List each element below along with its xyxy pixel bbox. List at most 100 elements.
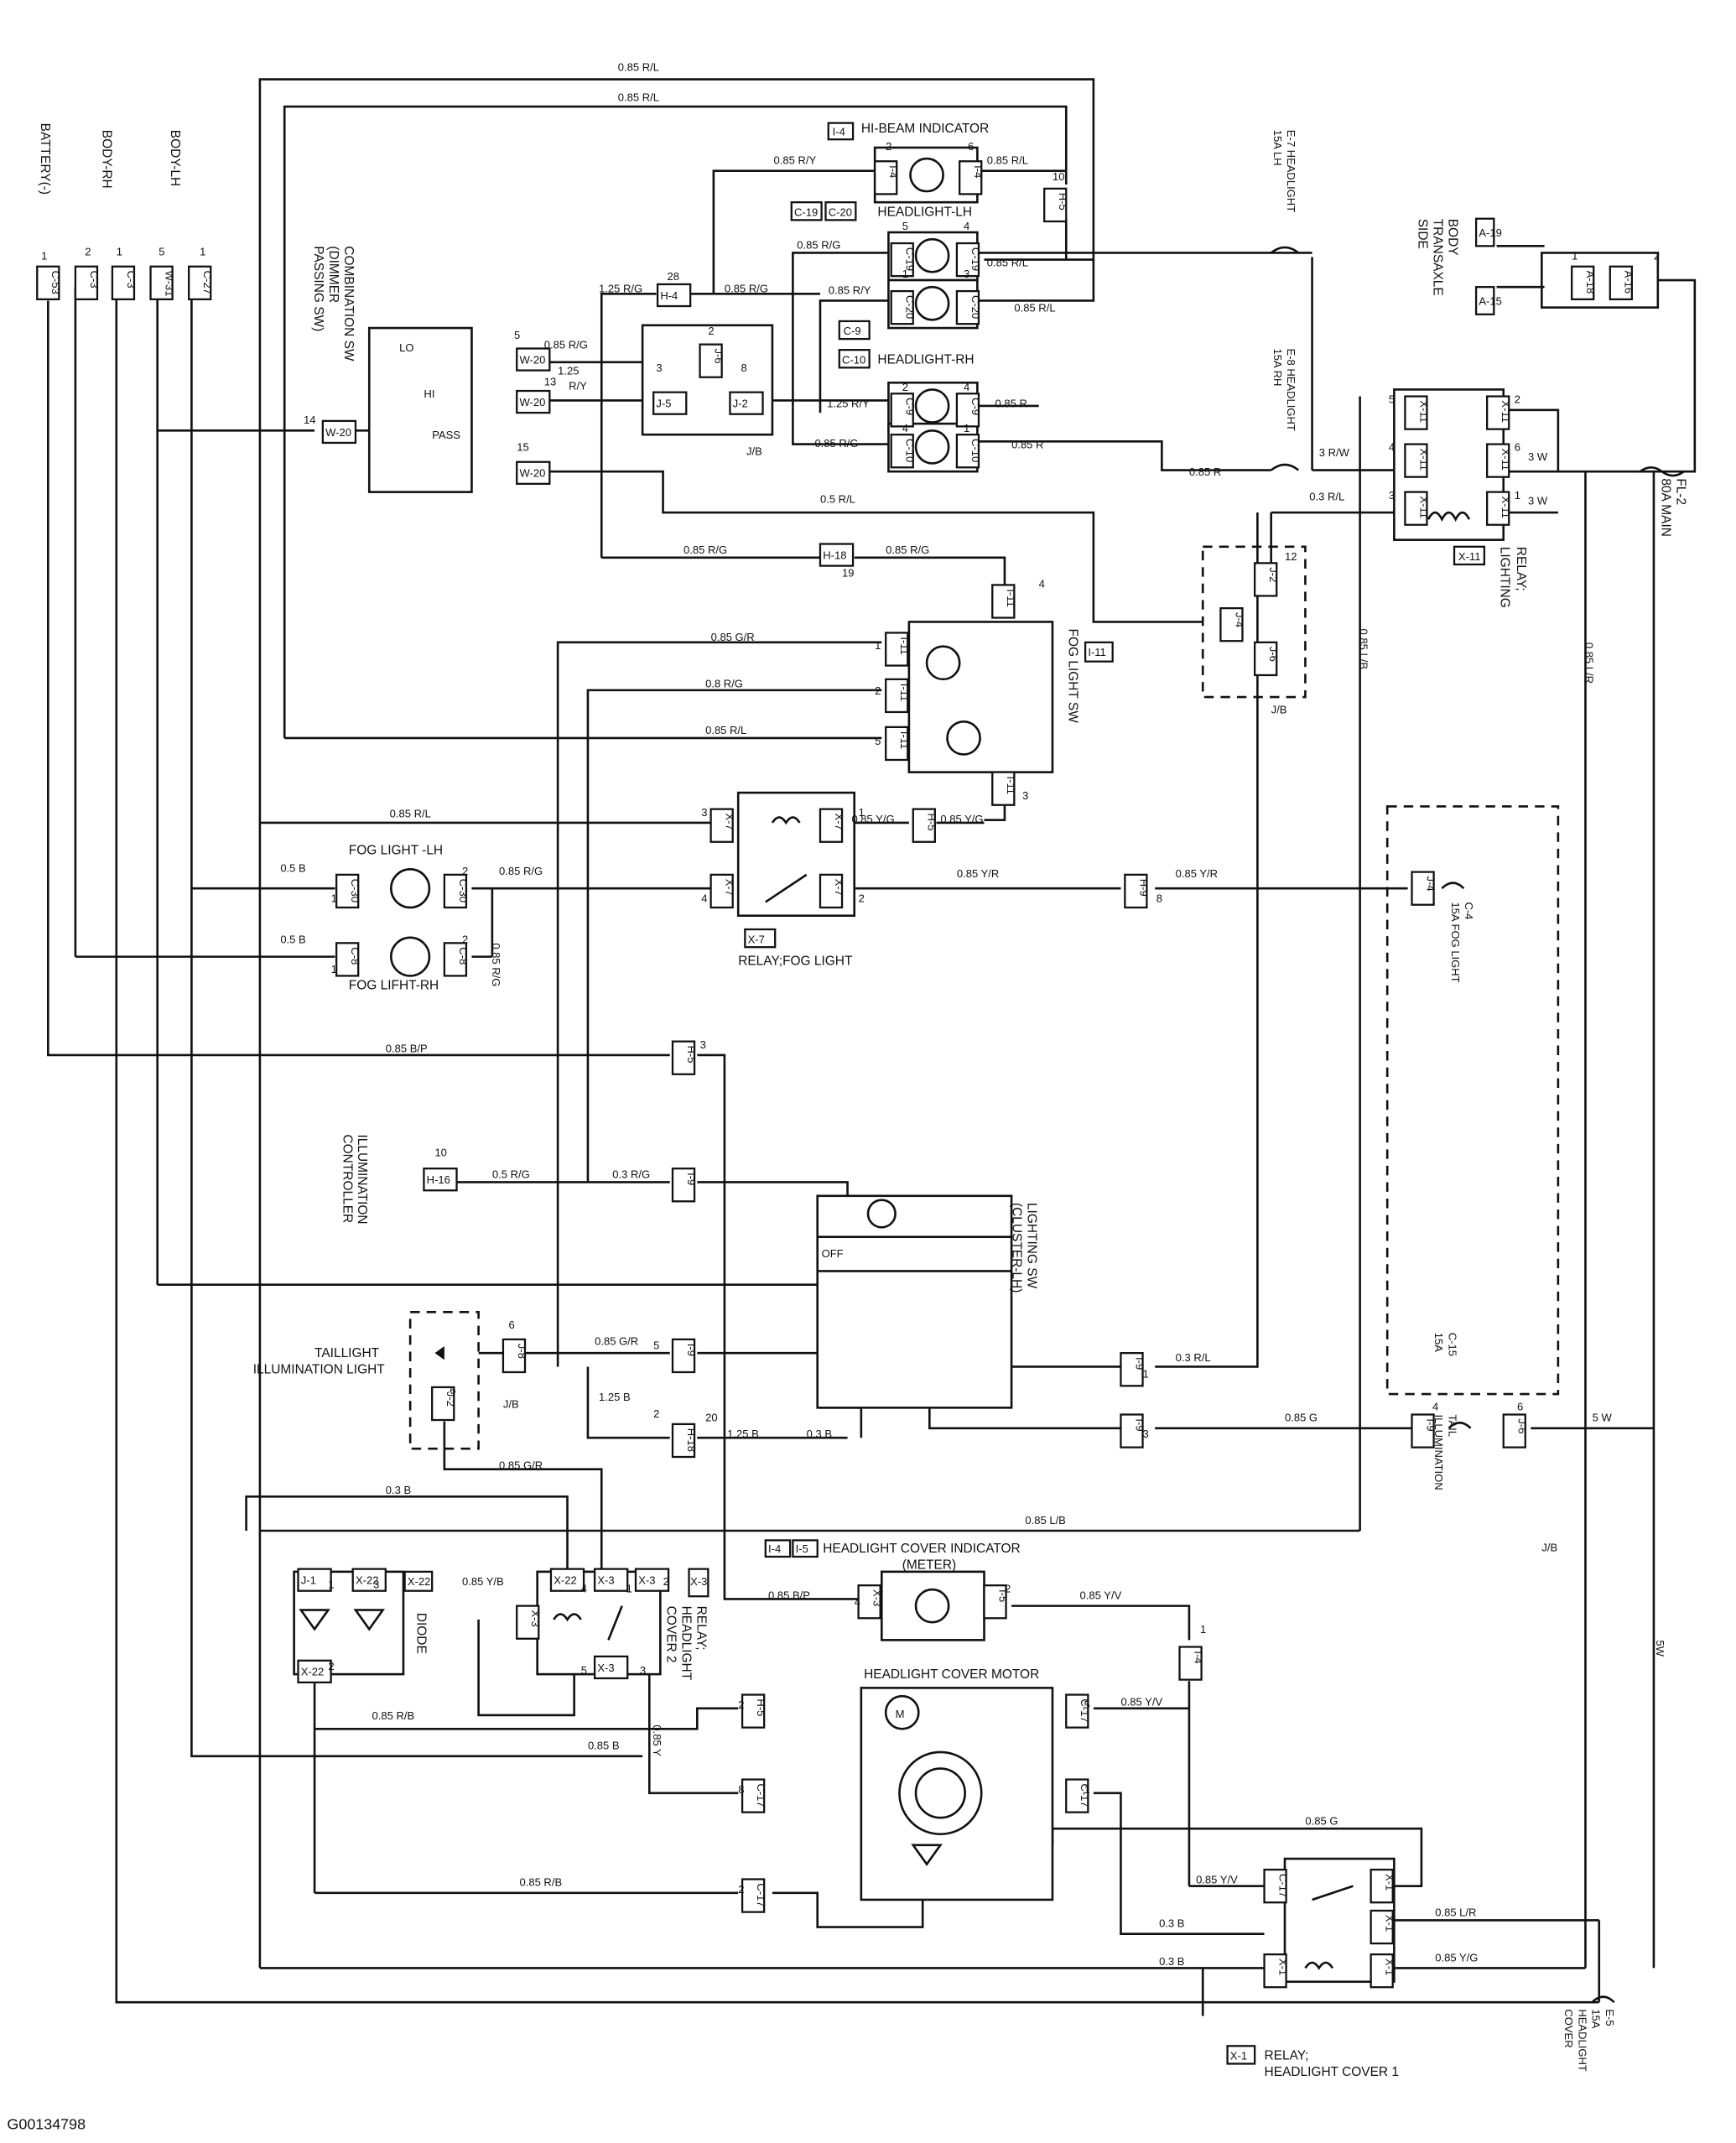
svg-text:I-9: I-9	[685, 1344, 698, 1356]
headlight-cover-indicator: I-4 I-5 HEADLIGHT COVER INDICATOR (METER…	[764, 1539, 1021, 1641]
connector-x-1: X-1	[1370, 1909, 1396, 1945]
wire-label: 0.85 G	[1285, 1412, 1318, 1424]
svg-text:LIGHTING SW: LIGHTING SW	[1025, 1203, 1039, 1289]
connector-h-9: H-9	[1124, 873, 1150, 909]
svg-text:HEADLIGHT COVER 1: HEADLIGHT COVER 1	[1265, 2065, 1399, 2079]
svg-text:I-5: I-5	[796, 1542, 808, 1555]
connector-i-11: I-11	[991, 584, 1017, 619]
pin-number: 1	[41, 250, 47, 263]
connector-c-10: C-10	[890, 434, 917, 469]
wire-label: 0.85 R/L	[987, 154, 1028, 167]
wire-label: 3 W	[1528, 494, 1548, 507]
pin-number: 1	[1084, 1783, 1089, 1796]
connector-x-11: X-11	[1404, 395, 1430, 430]
wire-label: 0.85 R/B	[519, 1876, 562, 1889]
pin-number: 8	[1156, 892, 1162, 904]
wire-label: 1.25 R/Y	[827, 398, 870, 410]
wire-label: 3 R/W	[1319, 446, 1350, 459]
svg-text:W-20: W-20	[325, 426, 351, 439]
pin-number: 1	[331, 892, 337, 904]
pin-number: 15	[517, 441, 528, 454]
pin-number: 10	[434, 1147, 446, 1159]
pin-number: 3	[373, 1578, 379, 1590]
svg-text:J-6: J-6	[712, 349, 725, 364]
pin-number: 1	[964, 422, 969, 434]
wire-label: 0.85 R/L	[390, 807, 431, 819]
pin-number: 5	[1389, 393, 1395, 406]
svg-text:ILLUMINATION LIGHT: ILLUMINATION LIGHT	[253, 1363, 386, 1377]
svg-text:W-20: W-20	[519, 396, 545, 408]
svg-text:H-5: H-5	[1057, 193, 1069, 211]
svg-text:ILLUMINATION: ILLUMINATION	[1432, 1414, 1445, 1490]
pin-number: 4	[964, 220, 969, 232]
connector-c-19: C-19	[955, 242, 982, 278]
wire-label: 0.85 Y/R	[1176, 867, 1218, 880]
pin-number: 2	[1005, 1582, 1011, 1594]
connector-a-16: A-16	[1609, 265, 1635, 300]
pin-number: 8	[741, 362, 746, 374]
connector-x-11: X-11	[1404, 491, 1430, 526]
svg-text:HI: HI	[424, 388, 434, 400]
svg-text:I-9: I-9	[1133, 1357, 1146, 1370]
svg-text:RELAY;: RELAY;	[1265, 2049, 1309, 2063]
pin-number: 4	[1389, 441, 1395, 454]
svg-text:TRANSAXLE: TRANSAXLE	[1431, 219, 1445, 296]
taillight-illumination: TAILLIGHT ILLUMINATION LIGHT J/B	[253, 1346, 519, 1410]
svg-text:C-27: C-27	[201, 271, 214, 294]
wire-label: 0.85 R/L	[987, 257, 1028, 269]
pin-number: 3	[964, 268, 969, 280]
svg-text:J-1: J-1	[301, 1574, 316, 1587]
svg-text:RELAY;: RELAY;	[694, 1606, 708, 1651]
svg-text:FOG LIGHT SW: FOG LIGHT SW	[1066, 629, 1080, 724]
connector-x-11: X-11	[1486, 395, 1512, 430]
svg-text:C-10: C-10	[904, 439, 917, 462]
wire-label: 0.5 B	[280, 933, 305, 945]
svg-text:TAILLIGHT: TAILLIGHT	[314, 1346, 380, 1360]
connector-c-3: C-3	[111, 265, 138, 300]
svg-text:X-11: X-11	[1417, 400, 1430, 423]
svg-text:J-8: J-8	[516, 1344, 528, 1359]
connector-x-11: X-11	[1404, 443, 1430, 478]
wire-label: 0.5 B	[280, 862, 305, 875]
svg-text:BODY-RH: BODY-RH	[100, 130, 114, 189]
pin-number: 3	[1022, 789, 1028, 802]
svg-text:I-9: I-9	[1133, 1418, 1146, 1431]
combination-switch: LO HI PASS COMBINATION SW (DIMMER PASSIN…	[311, 246, 473, 493]
svg-text:HEADLIGHT: HEADLIGHT	[678, 1606, 693, 1681]
svg-text:X-7: X-7	[748, 933, 765, 945]
wire-label: 0.85 R	[1011, 438, 1043, 450]
connector-x-11: X-11	[1486, 491, 1512, 526]
lighting-switch: OFF LIGHTING SW (CLUSTER-LH)	[816, 1194, 1039, 1409]
wire-label: 1.25 B	[727, 1428, 759, 1440]
connector-c-30: C-30	[335, 873, 361, 909]
connector-c-17: C-17	[741, 1878, 767, 1913]
pin-number: 3	[701, 806, 707, 819]
svg-text:COMBINATION SW: COMBINATION SW	[341, 246, 356, 362]
connector-j-1: J-1	[297, 1568, 332, 1592]
headlight-cover-motor: M HEADLIGHT COVER MOTOR	[860, 1667, 1054, 1901]
pin-number: 3	[640, 1664, 646, 1677]
wire-label: 0.85 R/G	[797, 239, 840, 252]
pin-number: 3	[1389, 489, 1395, 502]
connector-i-9: I-9	[1120, 1352, 1146, 1387]
svg-text:HEADLIGHT-RH: HEADLIGHT-RH	[877, 352, 974, 367]
wire-label: 0.85 R/G	[725, 283, 768, 295]
svg-text:(CLUSTER-LH): (CLUSTER-LH)	[1010, 1203, 1024, 1293]
wire-label: 0.85 B/P	[768, 1589, 810, 1601]
pin-number: 6	[1517, 1401, 1523, 1413]
svg-text:HEADLIGHT COVER INDICATOR: HEADLIGHT COVER INDICATOR	[823, 1542, 1021, 1556]
svg-text:C-20: C-20	[969, 295, 982, 319]
pin-number: 14	[304, 414, 315, 426]
svg-text:C-10: C-10	[969, 439, 982, 462]
pin-number: 6	[508, 1319, 514, 1331]
pin-number: 6	[1515, 441, 1520, 454]
connector-c-8: C-8	[335, 942, 361, 977]
connector-i-4: I-4	[1178, 1646, 1204, 1681]
wire-label: 0.85 R/L	[705, 724, 746, 736]
svg-text:I-4: I-4	[833, 125, 845, 138]
connector-w-20: W-20	[516, 347, 551, 372]
connector-i-4: I-4	[874, 160, 900, 195]
wire-label: 0.85 R/Y	[829, 283, 871, 296]
svg-text:M: M	[896, 1708, 905, 1720]
